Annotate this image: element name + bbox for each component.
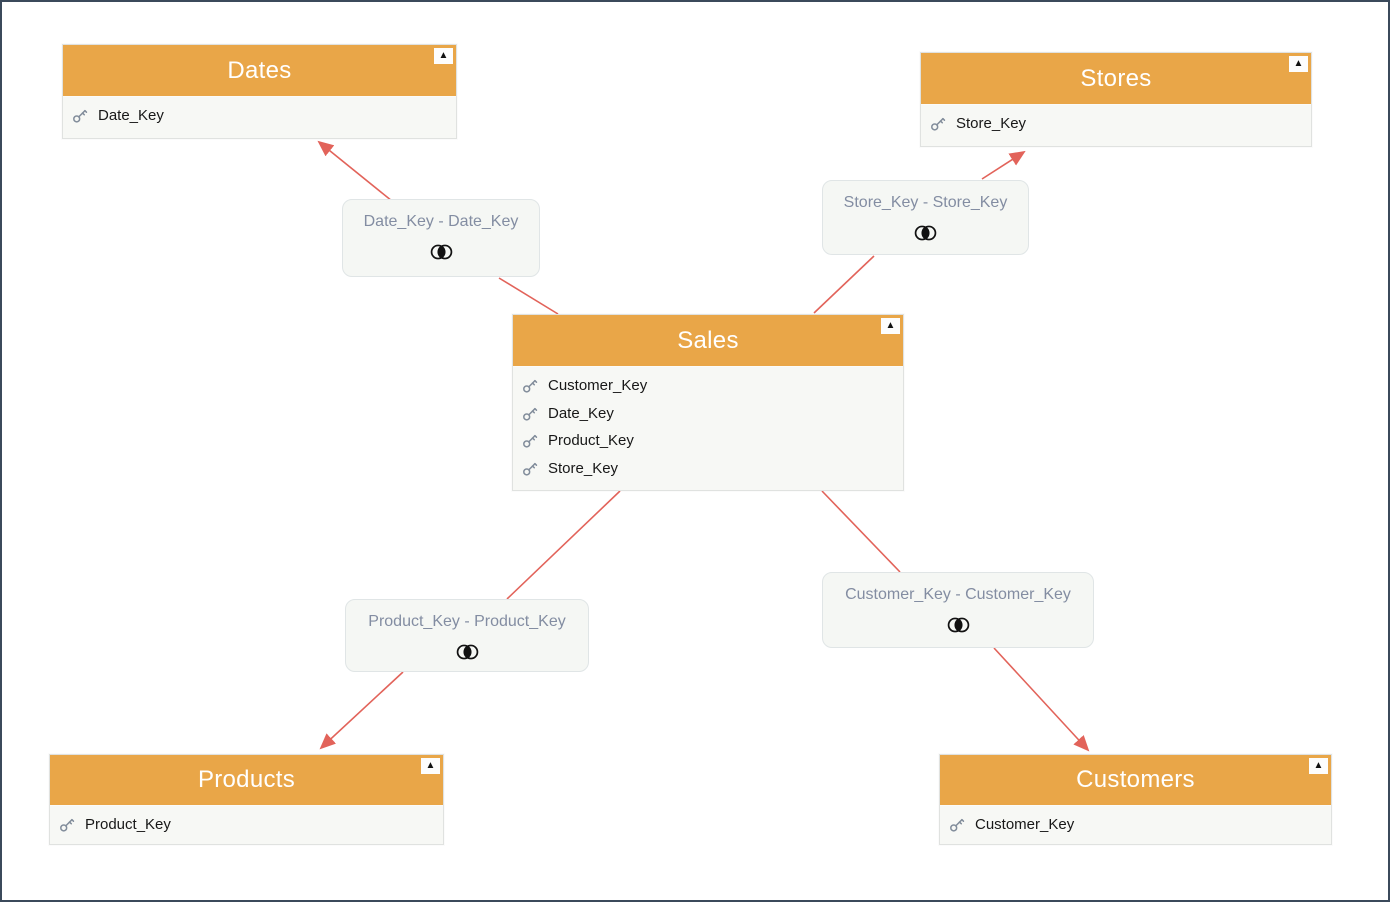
field-row[interactable]: Customer_Key	[940, 811, 1331, 839]
key-icon	[60, 819, 75, 832]
table-header-customers[interactable]: Customers ▲	[940, 755, 1331, 806]
field-name: Date_Key	[548, 404, 614, 422]
table-body: Product_Key	[50, 806, 443, 844]
field-name: Customer_Key	[975, 816, 1075, 834]
field-row[interactable]: Date_Key	[513, 400, 903, 428]
key-icon	[523, 462, 538, 476]
relationship-line-products[interactable]	[319, 671, 404, 750]
join-cardinality-icon	[456, 644, 478, 660]
collapse-triangle-icon: ▲	[425, 760, 436, 771]
field-name: Product_Key	[85, 816, 171, 834]
join-cardinality-icon	[947, 617, 969, 633]
relationship-line-products-sales[interactable]	[506, 490, 621, 600]
entity-table-sales[interactable]: Sales ▲ Customer_Key Date_Key Product_Ke…	[512, 314, 904, 491]
table-body: Customer_Key	[940, 806, 1331, 844]
join-cardinality-icon	[430, 244, 452, 260]
relationship-line-customers-sales[interactable]	[821, 490, 901, 573]
field-row[interactable]: Product_Key	[513, 427, 903, 455]
relationship-label: Store_Key - Store_Key	[843, 194, 1008, 211]
collapse-button[interactable]: ▲	[1309, 758, 1328, 774]
relationship-box-customer-key[interactable]: Customer_Key - Customer_Key	[822, 572, 1094, 648]
entity-table-dates[interactable]: Dates ▲ Date_Key	[62, 44, 457, 139]
collapse-button[interactable]: ▲	[421, 758, 440, 774]
field-name: Product_Key	[548, 432, 634, 450]
collapse-triangle-icon: ▲	[885, 320, 896, 331]
field-row[interactable]: Store_Key	[921, 110, 1311, 138]
table-header-sales[interactable]: Sales ▲	[513, 315, 903, 367]
relationship-box-store-key[interactable]: Store_Key - Store_Key	[822, 180, 1029, 255]
key-icon	[73, 110, 88, 123]
relationship-line-dates-sales[interactable]	[498, 277, 559, 315]
relationship-label: Date_Key - Date_Key	[363, 213, 519, 230]
table-header-stores[interactable]: Stores ▲	[921, 53, 1311, 105]
table-header-products[interactable]: Products ▲	[50, 755, 443, 806]
table-title: Stores	[1080, 64, 1152, 92]
relationship-line-stores[interactable]	[981, 150, 1026, 180]
table-title: Customers	[1076, 766, 1195, 793]
table-body: Customer_Key Date_Key Product_Key Store_…	[513, 367, 903, 490]
field-name: Date_Key	[98, 107, 164, 125]
collapse-triangle-icon: ▲	[438, 50, 449, 61]
field-row[interactable]: Customer_Key	[513, 372, 903, 400]
collapse-triangle-icon: ▲	[1313, 760, 1324, 771]
table-title: Dates	[227, 56, 292, 84]
key-icon	[523, 435, 538, 448]
collapse-button[interactable]: ▲	[1289, 56, 1308, 72]
relationship-label: Product_Key - Product_Key	[368, 613, 566, 630]
join-cardinality-icon	[914, 225, 937, 241]
entity-table-products[interactable]: Products ▲ Product_Key	[49, 754, 444, 845]
entity-table-stores[interactable]: Stores ▲ Store_Key	[920, 52, 1312, 147]
field-name: Customer_Key	[548, 377, 648, 395]
collapse-button[interactable]: ▲	[881, 318, 900, 334]
key-icon	[950, 819, 965, 832]
relationship-box-product-key[interactable]: Product_Key - Product_Key	[345, 599, 589, 672]
collapse-triangle-icon: ▲	[1293, 58, 1304, 69]
relationship-line-stores-sales[interactable]	[813, 255, 875, 314]
relationship-box-date-key[interactable]: Date_Key - Date_Key	[342, 199, 540, 277]
table-header-dates[interactable]: Dates ▲	[63, 45, 456, 97]
field-name: Store_Key	[548, 459, 619, 477]
collapse-button[interactable]: ▲	[434, 48, 453, 64]
table-title: Sales	[677, 326, 739, 354]
entity-table-customers[interactable]: Customers ▲ Customer_Key	[939, 754, 1332, 845]
relationship-line-customers[interactable]	[993, 647, 1090, 752]
table-body: Store_Key	[921, 105, 1311, 146]
field-row[interactable]: Date_Key	[63, 102, 456, 130]
key-icon	[523, 407, 538, 421]
relationship-label: Customer_Key - Customer_Key	[845, 586, 1071, 603]
field-row[interactable]: Store_Key	[513, 455, 903, 483]
key-icon	[523, 380, 538, 393]
field-row[interactable]: Product_Key	[50, 811, 443, 839]
table-title: Products	[197, 766, 296, 793]
relationship-line-dates[interactable]	[317, 140, 393, 202]
key-icon	[931, 118, 946, 131]
table-body: Date_Key	[63, 97, 456, 138]
field-name: Store_Key	[956, 115, 1027, 133]
